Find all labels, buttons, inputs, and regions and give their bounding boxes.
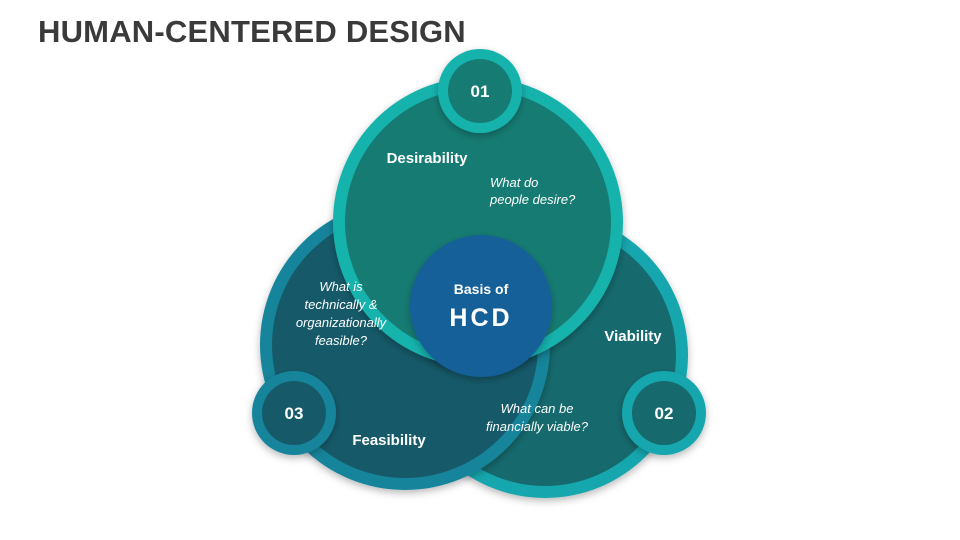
badge-01-number: 01 <box>471 82 490 101</box>
feasibility-question-line-2: technically & <box>305 297 378 312</box>
badge-02 <box>622 371 706 455</box>
desirability-question-line-1: What do <box>490 175 538 190</box>
feasibility-question-line-1: What is <box>319 279 363 294</box>
desirability-label: Desirability <box>387 150 469 167</box>
center-circle <box>410 235 552 377</box>
feasibility-question-line-3: organizationally <box>296 315 388 330</box>
center-label-hcd: HCD <box>449 304 512 332</box>
viability-label: Viability <box>604 328 662 345</box>
viability-question-line-1: What can be <box>501 401 574 416</box>
badge-03 <box>252 371 336 455</box>
badge-01 <box>438 49 522 133</box>
desirability-question-line-2: people desire? <box>489 192 576 207</box>
badge-02-number: 02 <box>655 404 674 423</box>
feasibility-question-line-4: feasible? <box>315 333 368 348</box>
viability-question-line-2: financially viable? <box>486 419 589 434</box>
feasibility-label: Feasibility <box>352 432 426 449</box>
badge-03-number: 03 <box>285 404 304 423</box>
center-label-basis: Basis of <box>454 281 509 297</box>
page-title: HUMAN-CENTERED DESIGN <box>38 14 466 49</box>
